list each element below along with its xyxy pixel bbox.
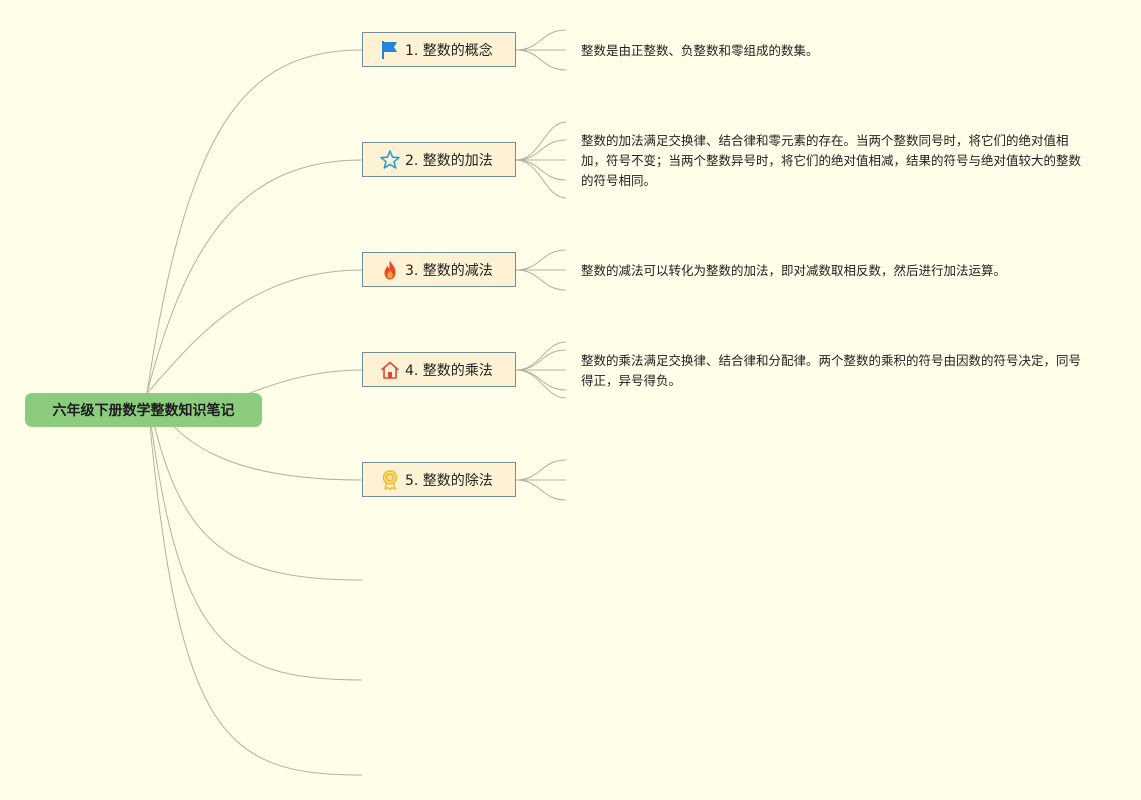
house-icon: [379, 359, 401, 381]
note-connector: [515, 479, 567, 501]
root-connector: [146, 392, 363, 581]
note-integer-concept: 整数是由正整数、负整数和零组成的数集。: [581, 43, 819, 58]
topic-integer-addition[interactable]: 2. 整数的加法: [362, 142, 516, 177]
note-connector: [515, 369, 567, 399]
topic-label: 5. 整数的除法: [405, 472, 493, 489]
topic-integer-subtraction[interactable]: 3. 整数的减法: [362, 252, 516, 287]
note-connector: [515, 459, 567, 481]
note-connector: [515, 121, 567, 161]
note-connector: [515, 29, 567, 51]
root-connector: [146, 392, 363, 776]
topic-label: 2. 整数的加法: [405, 152, 493, 169]
note-connector: [515, 269, 567, 291]
topic-label: 3. 整数的减法: [405, 262, 493, 279]
topic-label: 1. 整数的概念: [405, 42, 493, 59]
note-connector: [515, 49, 567, 71]
root-connector: [146, 392, 363, 681]
fire-icon: [379, 259, 401, 281]
note-integer-subtraction: 整数的减法可以转化为整数的加法，即对减数取相反数，然后进行加法运算。: [581, 263, 1007, 278]
topic-integer-division[interactable]: 5. 整数的除法: [362, 462, 516, 497]
note-connector: [515, 249, 567, 271]
note-integer-addition: 整数的加法满足交换律、结合律和零元素的存在。当两个整数同号时，将它们的绝对值相加…: [581, 133, 1082, 188]
note-connector: [515, 159, 567, 199]
flag-icon: [379, 39, 401, 61]
root-connector: [146, 49, 363, 394]
root-connector: [146, 269, 363, 394]
note-connector: [515, 349, 567, 371]
topic-integer-multiplication[interactable]: 4. 整数的乘法: [362, 352, 516, 387]
topic-integer-concept[interactable]: 1. 整数的概念: [362, 32, 516, 67]
topic-label: 4. 整数的乘法: [405, 362, 493, 379]
note-connector: [515, 341, 567, 371]
award-icon: [379, 469, 401, 491]
root-topic-label: 六年级下册数学整数知识笔记: [52, 403, 235, 419]
note-connector: [515, 369, 567, 391]
note-integer-multiplication: 整数的乘法满足交换律、结合律和分配律。两个整数的乘积的符号由因数的符号决定，同号…: [581, 353, 1082, 388]
star-icon: [379, 149, 401, 171]
root-topic[interactable]: 六年级下册数学整数知识笔记: [25, 393, 262, 427]
root-connector: [146, 159, 363, 394]
